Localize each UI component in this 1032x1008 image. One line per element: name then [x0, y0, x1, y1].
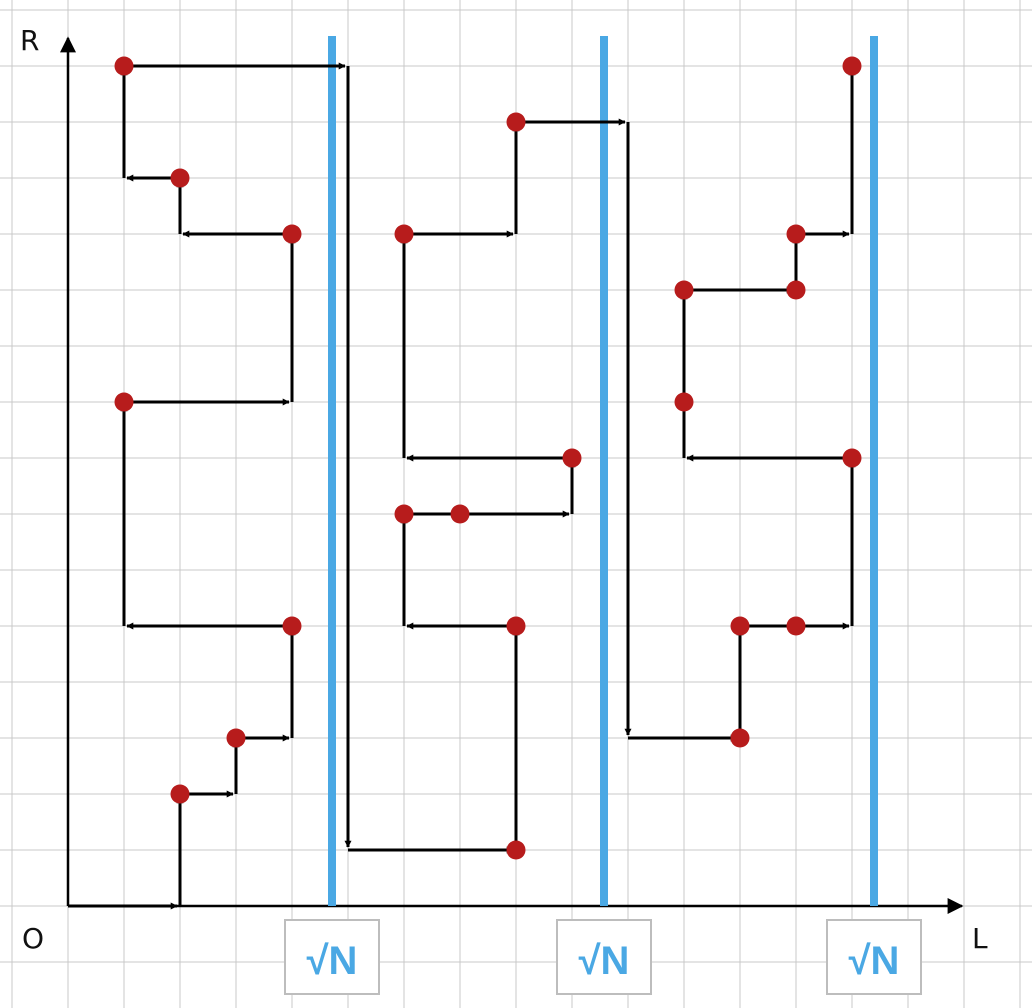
red-point	[506, 112, 526, 132]
block-label: √N	[849, 939, 900, 983]
origin-label: O	[22, 922, 44, 955]
red-point	[786, 280, 806, 300]
x-axis-label: L	[972, 922, 988, 955]
red-point	[170, 168, 190, 188]
block-label-box	[556, 919, 652, 995]
red-point	[730, 616, 750, 636]
red-point	[394, 224, 414, 244]
red-point	[170, 784, 190, 804]
red-point	[282, 224, 302, 244]
red-point	[842, 448, 862, 468]
red-point	[506, 840, 526, 860]
red-point	[394, 504, 414, 524]
y-axis-label: R	[20, 24, 39, 57]
red-point	[786, 616, 806, 636]
red-point	[282, 616, 302, 636]
lattice-path	[68, 62, 856, 910]
block-boundaries: √N √N √N	[284, 36, 922, 995]
red-point	[842, 56, 862, 76]
red-points	[114, 56, 862, 860]
block-label: √N	[307, 939, 358, 983]
red-point	[114, 392, 134, 412]
axes: O R L	[20, 24, 988, 955]
red-point	[786, 224, 806, 244]
block-label-box	[826, 919, 922, 995]
block-label-box	[284, 919, 380, 995]
block-label: √N	[579, 939, 630, 983]
red-point	[450, 504, 470, 524]
red-point	[562, 448, 582, 468]
red-point	[506, 616, 526, 636]
red-point	[674, 392, 694, 412]
red-point	[730, 728, 750, 748]
red-point	[674, 280, 694, 300]
red-point	[114, 56, 134, 76]
red-point	[226, 728, 246, 748]
